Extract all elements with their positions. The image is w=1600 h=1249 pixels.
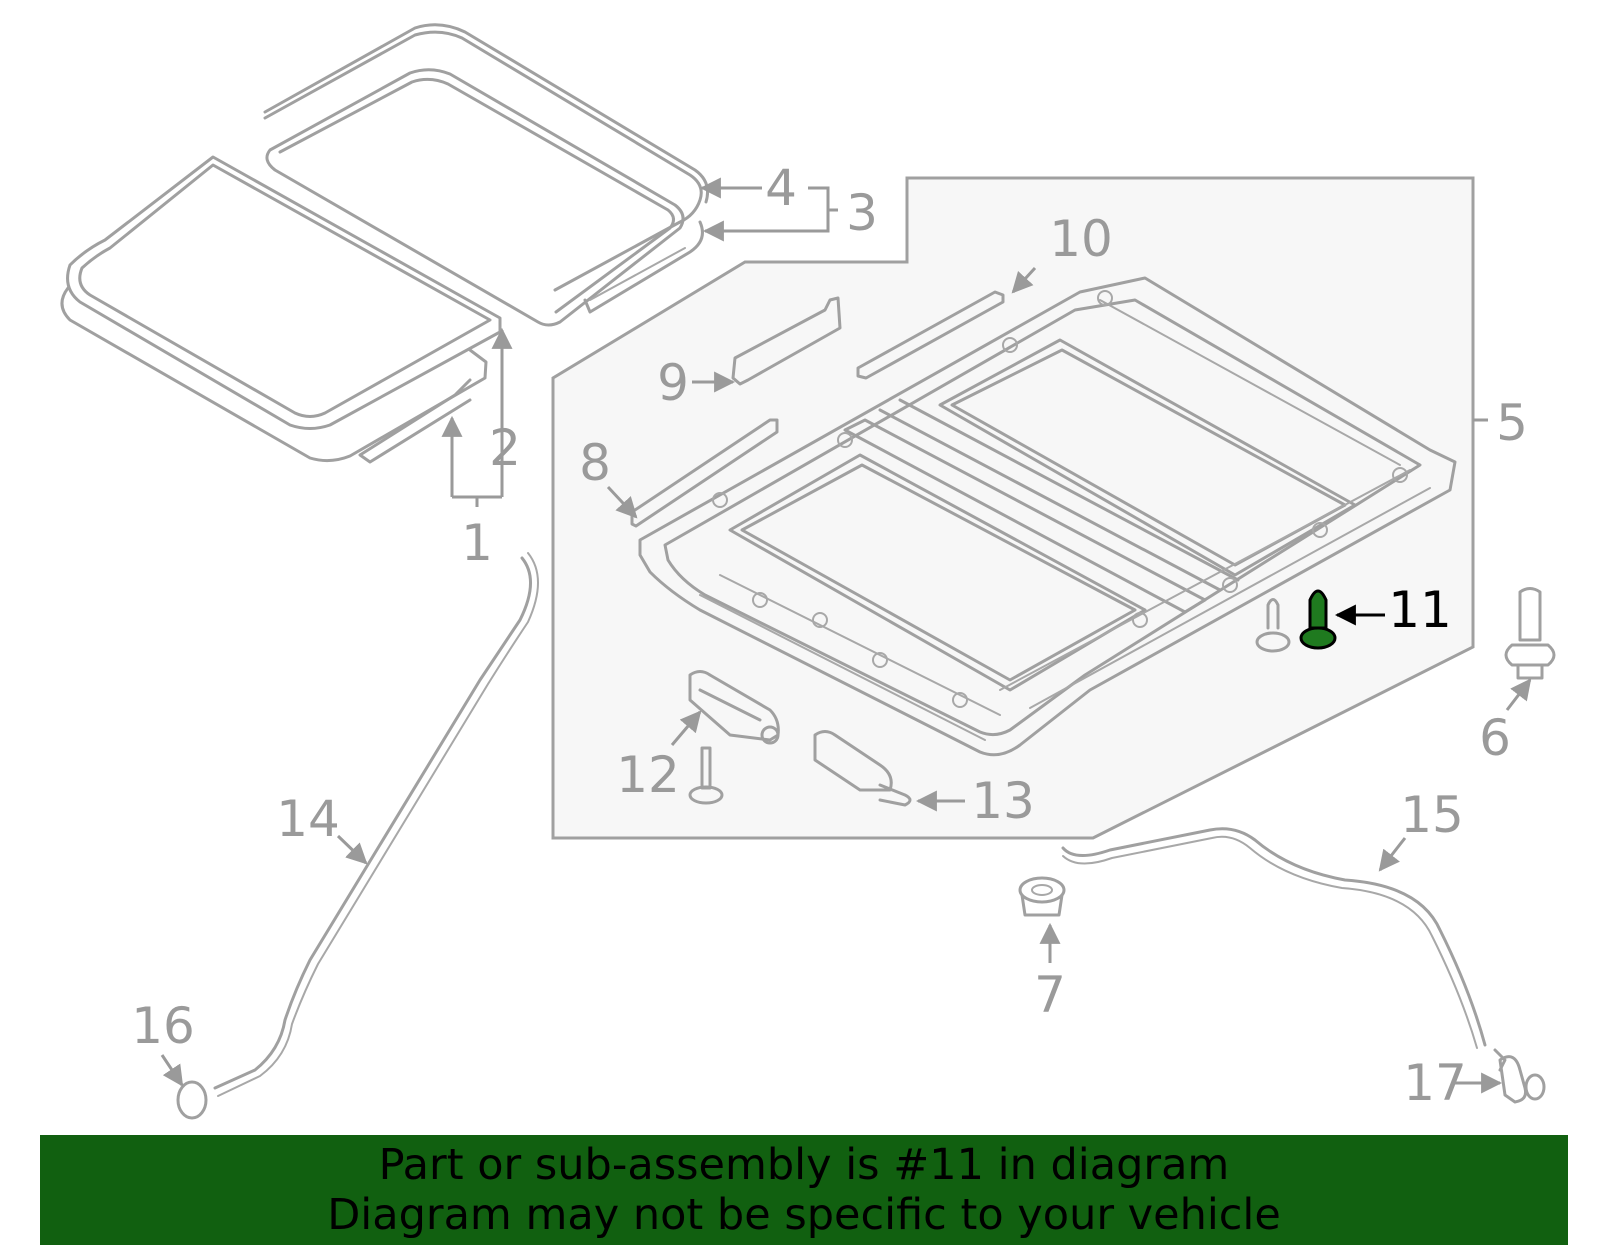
grommet-16-drawing — [176, 1080, 208, 1120]
callout-3: 3 — [846, 184, 878, 242]
drive-unit-left-drawing — [688, 670, 780, 745]
callout-15: 15 — [1400, 786, 1464, 844]
callout-4: 4 — [765, 159, 797, 217]
callout-9: 9 — [657, 354, 689, 412]
connector-17-drawing — [1493, 1048, 1546, 1104]
drain-hose-14-drawing — [213, 556, 532, 1090]
callout-1: 1 — [461, 514, 493, 572]
callout-5: 5 — [1496, 394, 1528, 452]
nut-7-drawing — [1018, 876, 1066, 917]
glass-panel-drawing — [60, 155, 502, 464]
drain-hose-14-outline — [217, 552, 539, 1097]
callout-16: 16 — [131, 997, 195, 1055]
drive-unit-right-drawing — [813, 730, 912, 807]
callout-13: 13 — [971, 772, 1035, 830]
callout-10: 10 — [1049, 210, 1113, 268]
deflector-strip-drawing — [856, 290, 1005, 380]
seal-strip-drawing — [630, 418, 779, 528]
sunroof-frame-drawing — [638, 276, 1457, 757]
bracket-drawing — [731, 296, 842, 386]
callout-6: 6 — [1479, 709, 1511, 767]
drain-hose-15-outline — [1062, 835, 1478, 1049]
bolt-6-drawing — [1504, 587, 1556, 680]
callout-2: 2 — [489, 419, 521, 477]
part-11-highlighted[interactable] — [1299, 589, 1337, 650]
callout-7: 7 — [1034, 966, 1066, 1024]
callout-labels: 1 2 3 4 5 6 7 8 9 10 11 12 13 14 15 16 1… — [131, 159, 1528, 1112]
banner-line-1: Part or sub-assembly is #11 in diagram — [378, 1140, 1230, 1190]
callout-11[interactable]: 11 — [1388, 581, 1452, 639]
drain-hose-15-drawing — [1061, 827, 1487, 1047]
frame-assembly-panel — [551, 176, 1475, 840]
callout-12: 12 — [616, 746, 680, 804]
callout-14: 14 — [276, 790, 340, 848]
screw-12-drawing — [688, 746, 724, 805]
leader-lines — [160, 177, 1532, 1094]
banner-line-2: Diagram may not be specific to your vehi… — [327, 1190, 1281, 1240]
callout-17: 17 — [1403, 1054, 1467, 1112]
callout-8: 8 — [579, 434, 611, 492]
caption-banner: Part or sub-assembly is #11 in diagram D… — [40, 1135, 1568, 1245]
fastener-grey-drawing — [1255, 598, 1291, 653]
seal-frame-drawing — [263, 23, 710, 327]
